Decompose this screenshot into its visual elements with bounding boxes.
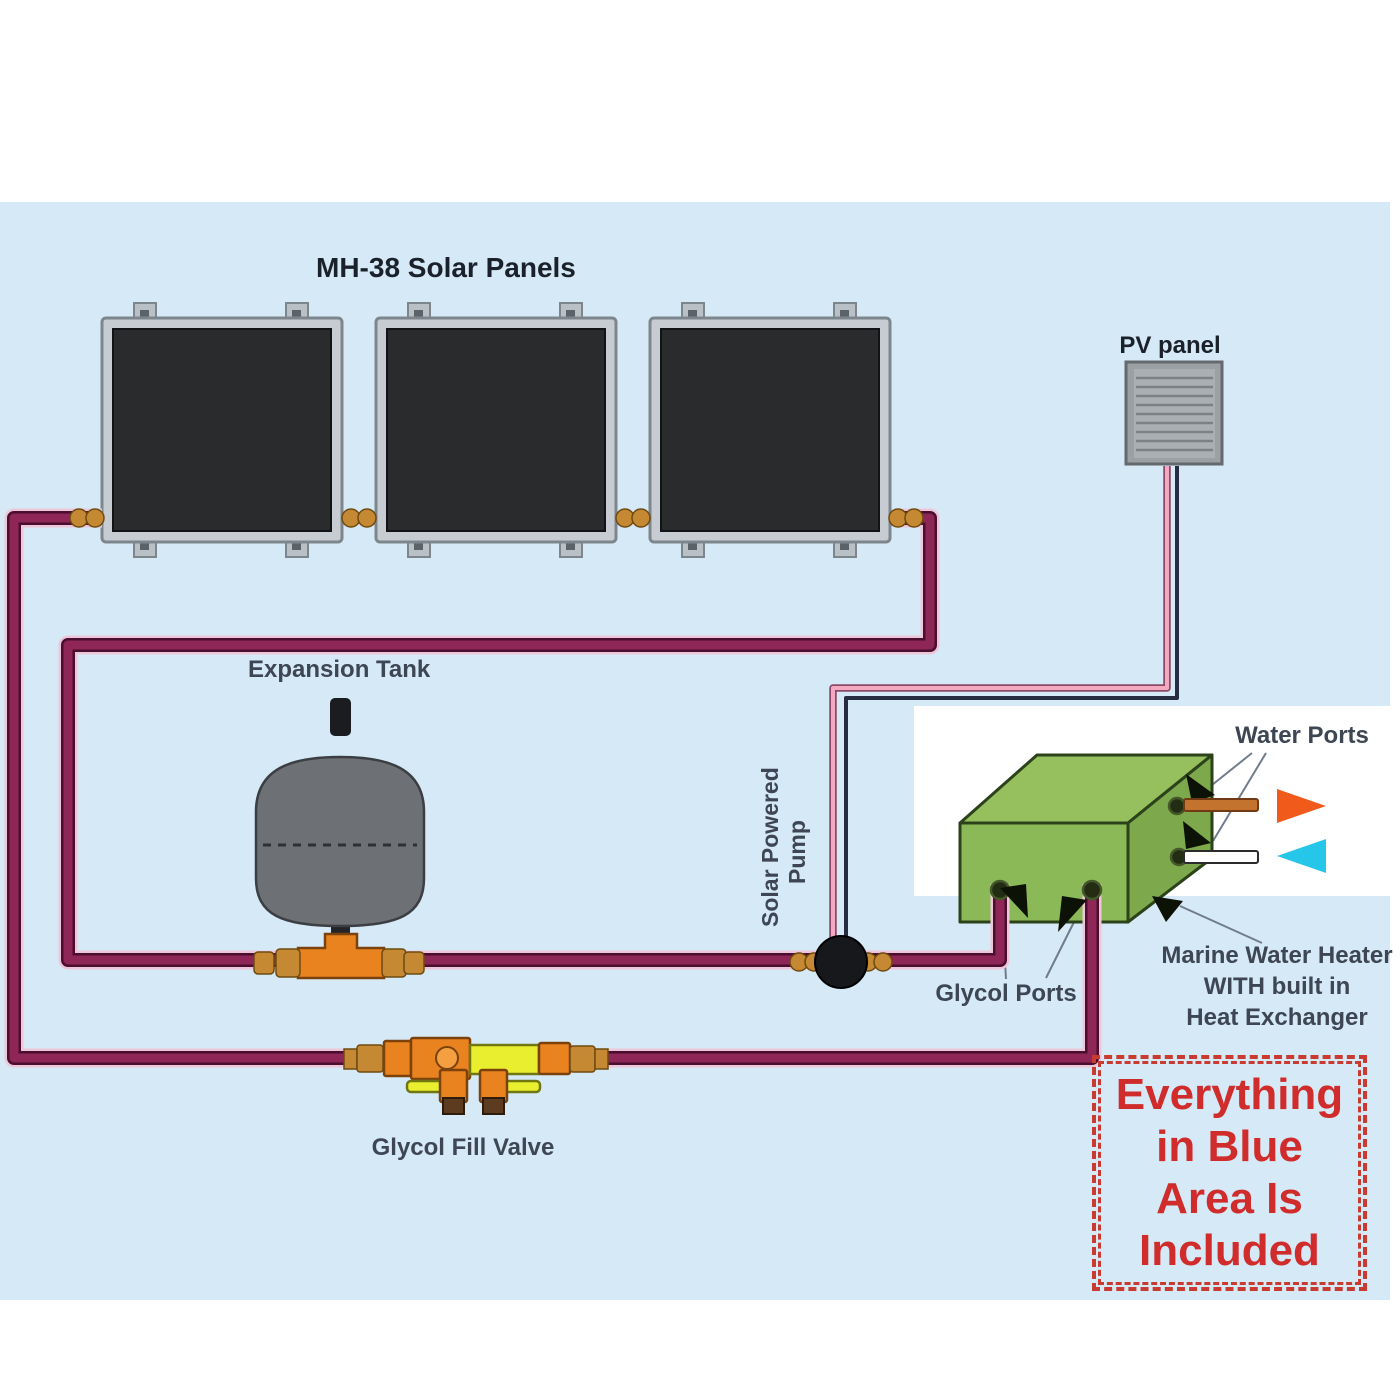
- pump-label: Solar Powered Pump: [757, 767, 813, 927]
- hot-water-pipe: [1183, 798, 1259, 812]
- expansion-tank-label: Expansion Tank: [248, 656, 431, 683]
- pointer-arrow-icons: [1000, 774, 1215, 932]
- valve-handle-left: [405, 1079, 446, 1094]
- hot-flow-arrow-icon: [1277, 789, 1326, 823]
- cold-flow-arrow-icon: [1277, 839, 1326, 873]
- water-port-pointer-line: [1212, 752, 1267, 842]
- arrow-icon: [1183, 821, 1211, 849]
- note-line4: Included: [1139, 1226, 1320, 1275]
- water-port-pointer-line: [1206, 752, 1253, 790]
- arrow-icon: [1152, 896, 1183, 922]
- pv-panel: [1124, 360, 1224, 466]
- heater-pointer-line: [1179, 905, 1263, 944]
- note-line1: Everything: [1115, 1070, 1344, 1119]
- arrow-icon: [1186, 774, 1215, 803]
- panel-unions: [69, 508, 924, 528]
- glycol-port-right: [1081, 879, 1103, 901]
- heater-label-line2: WITH built in: [1203, 973, 1351, 1000]
- glycol-ports-label: Glycol Ports: [935, 980, 1077, 1007]
- heater-label-line1: Marine Water Heater: [1161, 942, 1393, 969]
- pv-panel-label: PV panel: [1119, 332, 1221, 359]
- pv-wire-black: [844, 466, 1179, 950]
- glycol-fill-valve-label: Glycol Fill Valve: [371, 1134, 555, 1161]
- solar-panel-array: [100, 302, 892, 558]
- heater-label-line3: Heat Exchanger: [1186, 1004, 1368, 1031]
- water-ports-label: Water Ports: [1235, 722, 1369, 749]
- note-line2: in Blue: [1156, 1122, 1303, 1171]
- note-line3: Area Is: [1156, 1174, 1303, 1223]
- arrow-icon: [1000, 884, 1028, 918]
- arrow-icon: [1058, 896, 1087, 932]
- pv-wire-pink: [831, 466, 1169, 950]
- water-port-hot: [1167, 796, 1187, 816]
- glycol-piping: [4, 508, 1102, 1068]
- solar-panel-1: [100, 302, 344, 558]
- tank-air-valve: [330, 698, 351, 736]
- valve-handle-right: [501, 1079, 542, 1094]
- expansion-tank: [253, 698, 426, 980]
- pump-label-line1: Solar Powered: [757, 767, 783, 927]
- glycol-fill-valve: [343, 1036, 609, 1115]
- solar-panels-title: MH-38 Solar Panels: [316, 252, 576, 283]
- pump-label-line2: Pump: [784, 820, 810, 884]
- return-pipe: [58, 508, 1010, 970]
- marine-water-heater-label: Marine Water Heater WITH built in Heat E…: [1152, 940, 1400, 1033]
- included-note-inner-border: Everything in Blue Area Is Included: [1098, 1061, 1361, 1285]
- cold-water-pipe: [1183, 850, 1259, 864]
- tank-tee-fitting: [296, 932, 386, 980]
- marine-water-heater: [958, 753, 1214, 924]
- solar-panel-3: [648, 302, 892, 558]
- included-note-box: Everything in Blue Area Is Included: [1092, 1055, 1367, 1291]
- solar-panel-2: [374, 302, 618, 558]
- included-note-text: Everything in Blue Area Is Included: [1116, 1069, 1343, 1277]
- solar-powered-pump: [789, 935, 893, 989]
